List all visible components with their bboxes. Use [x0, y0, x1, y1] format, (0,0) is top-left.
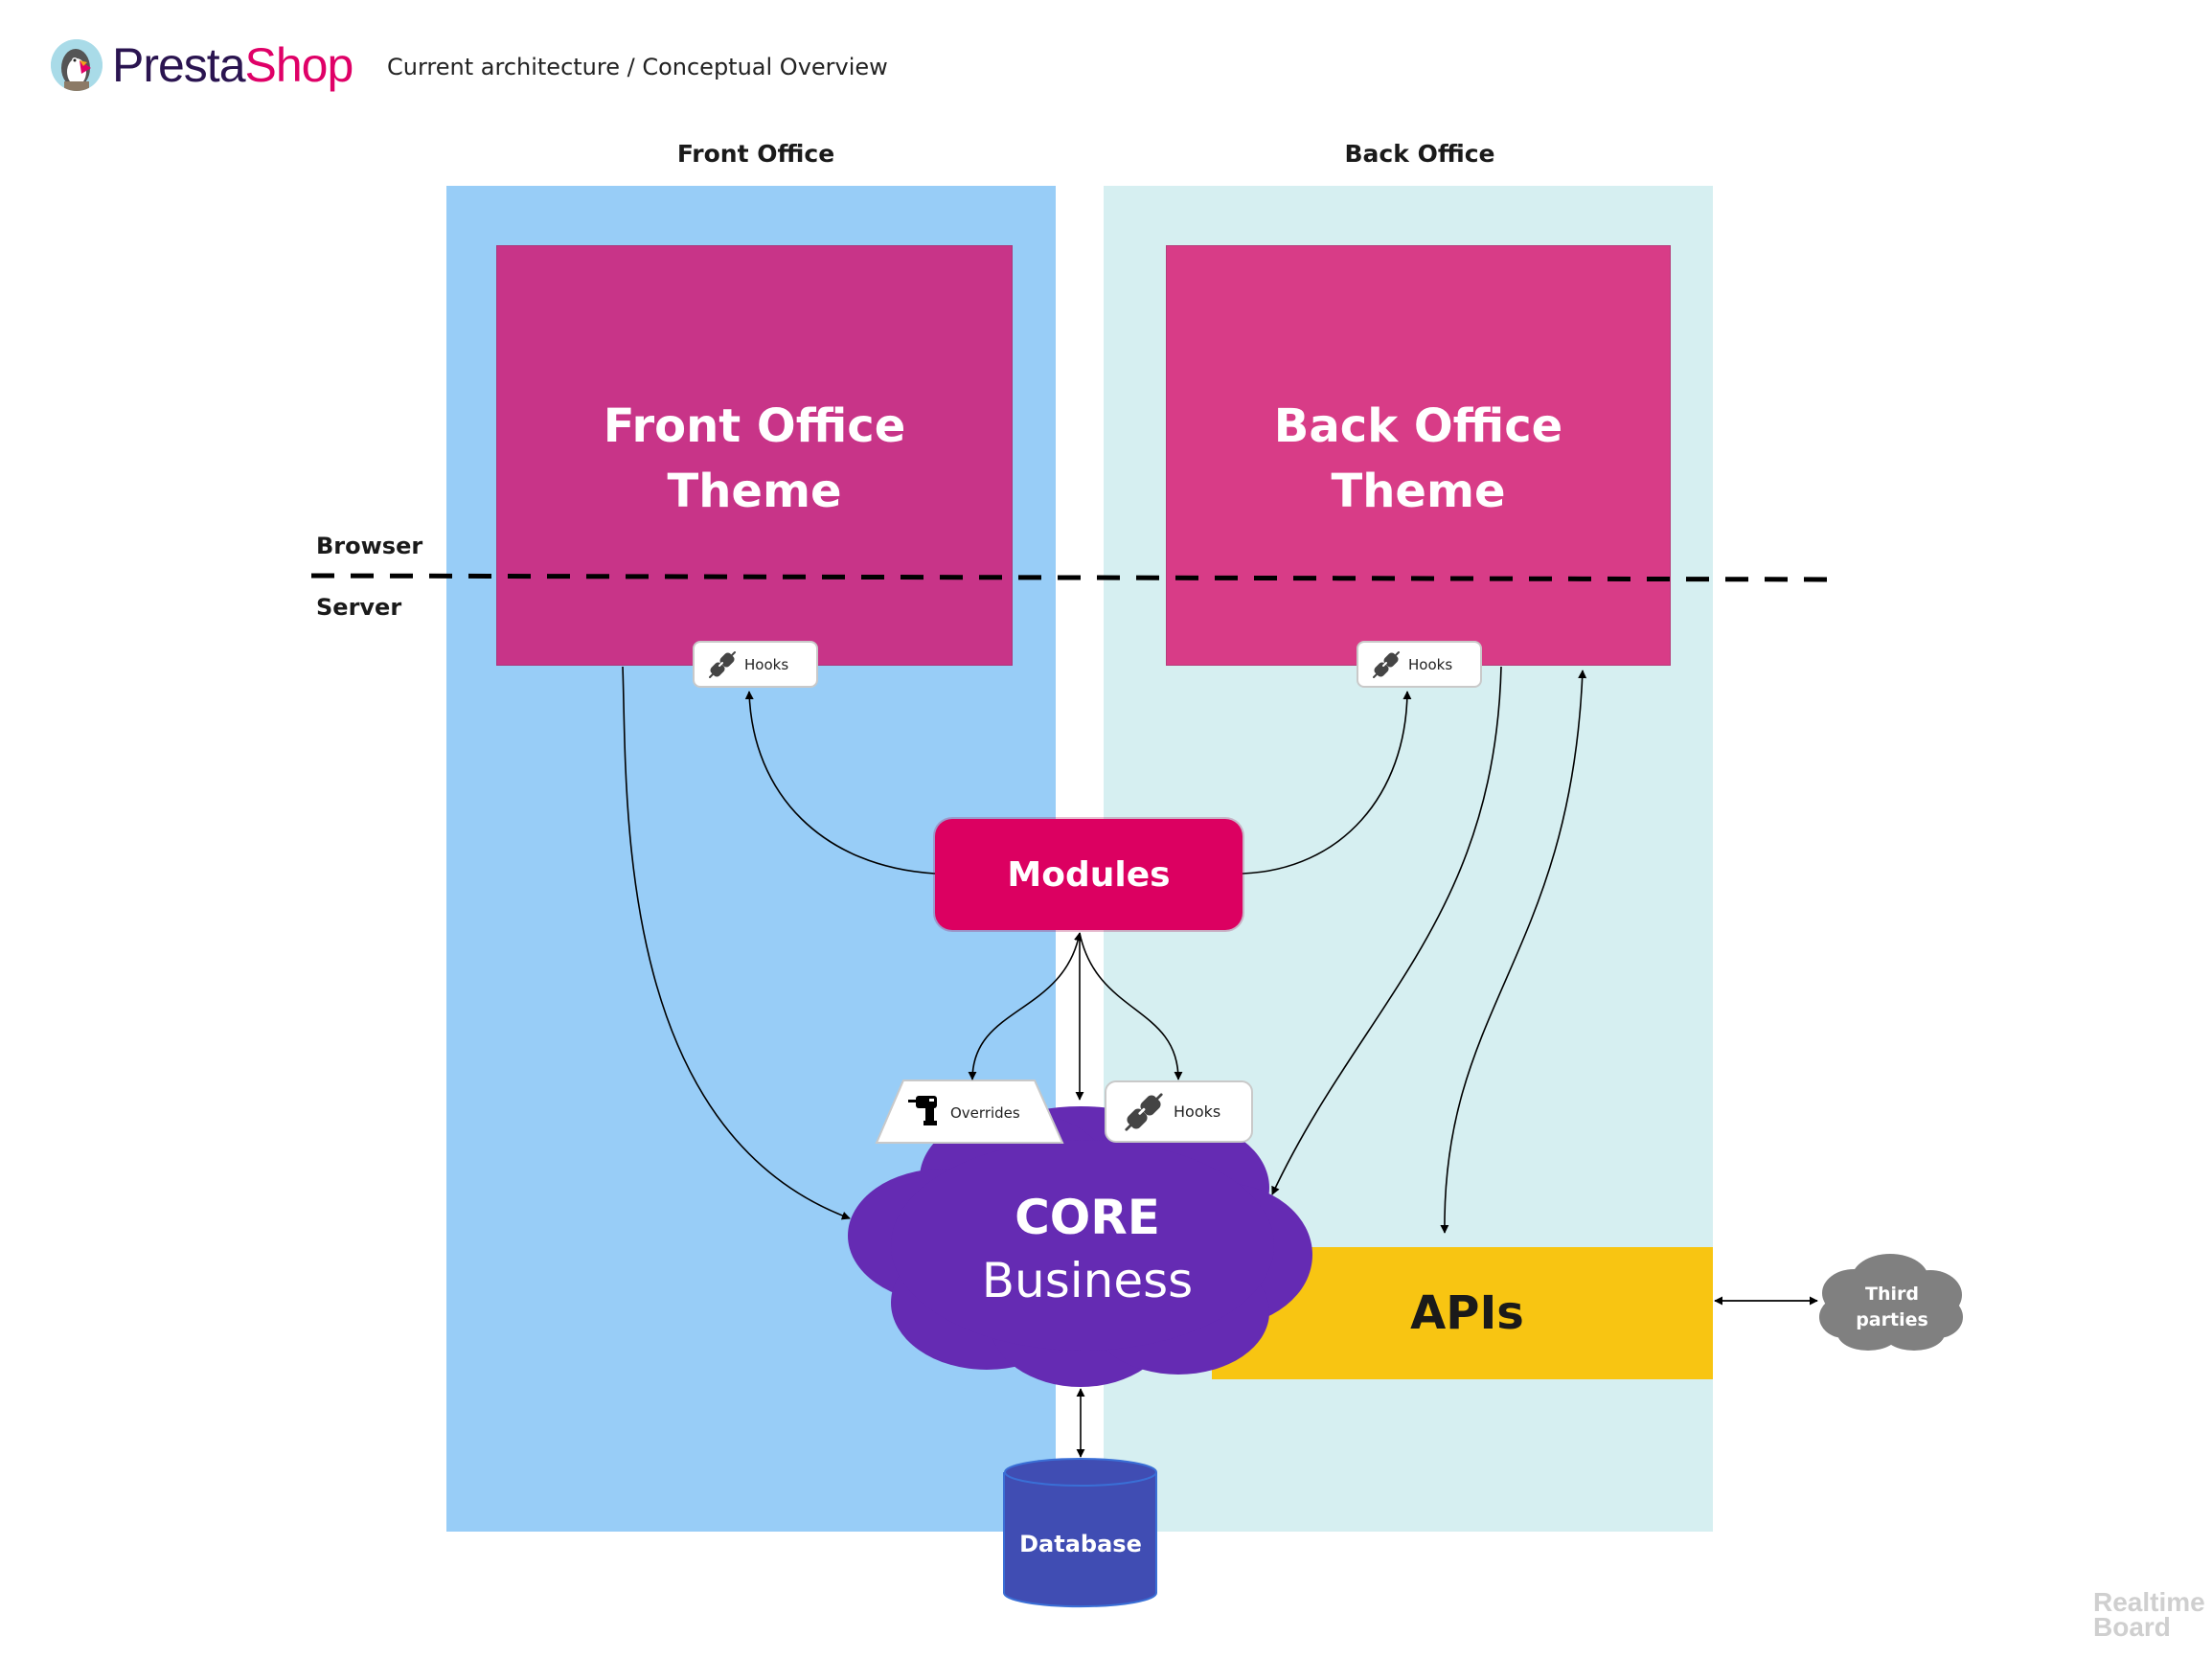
browser-label: Browser	[316, 533, 423, 559]
realtimeboard-watermark: Realtime Board	[2093, 1587, 2205, 1642]
modules-label: Modules	[1007, 854, 1171, 895]
arrow-modules-to-overrides	[968, 932, 1083, 1080]
database-cylinder[interactable]	[1003, 1458, 1157, 1608]
brand-name: PrestaShop	[112, 36, 353, 94]
arrow-back-theme-to-core	[1271, 666, 1502, 1195]
core-title: CORE	[1015, 1190, 1160, 1245]
prestashop-logo: PrestaShop	[51, 36, 353, 94]
plug-icon	[1125, 1092, 1163, 1131]
plug-icon	[709, 650, 736, 678]
browser-server-divider	[310, 573, 1838, 582]
third-parties-label: Third parties	[1820, 1282, 1964, 1333]
third-parties-cloud[interactable]	[1819, 1254, 1963, 1351]
core-hooks[interactable]: Hooks	[1105, 1080, 1253, 1143]
front-office-hooks[interactable]: Hooks	[693, 641, 818, 688]
front-office-heading: Front Office	[676, 140, 835, 168]
back-theme-line1: Back Office	[1273, 399, 1563, 453]
core-subtitle: Business	[981, 1253, 1194, 1308]
front-office-hooks-label: Hooks	[744, 655, 789, 673]
arrow-front-theme-to-core	[622, 666, 851, 1220]
drill-icon	[908, 1096, 937, 1125]
arrow-modules-to-front-hooks	[744, 691, 936, 875]
front-office-theme[interactable]: Front Office Theme	[496, 245, 1013, 666]
plug-icon	[1373, 650, 1400, 678]
brand-part-shop: Shop	[244, 38, 354, 92]
puffin-icon	[51, 39, 103, 91]
back-office-hooks-label: Hooks	[1408, 655, 1453, 673]
watermark-line2: Board	[2093, 1612, 2171, 1642]
apis-label: APIs	[1410, 1286, 1524, 1340]
page-title: Current architecture / Conceptual Overvi…	[387, 54, 888, 80]
watermark-line1: Realtime	[2093, 1587, 2205, 1617]
overrides-label: Overrides	[950, 1104, 1020, 1122]
core-hooks-label: Hooks	[1174, 1102, 1221, 1121]
server-label: Server	[316, 594, 402, 621]
back-office-heading: Back Office	[1344, 140, 1495, 168]
back-office-theme-label: Back Office Theme	[1166, 394, 1671, 524]
front-theme-line2: Theme	[667, 465, 842, 518]
arrow-modules-to-back-hooks	[1242, 691, 1412, 875]
third-parties-line2: parties	[1856, 1309, 1928, 1330]
back-office-hooks[interactable]: Hooks	[1357, 641, 1482, 688]
core-cloud[interactable]	[848, 1106, 1312, 1387]
third-parties-line1: Third	[1865, 1284, 1919, 1305]
back-office-theme[interactable]: Back Office Theme	[1166, 245, 1671, 666]
back-theme-line2: Theme	[1331, 465, 1506, 518]
arrow-modules-to-core-hooks	[1079, 932, 1183, 1080]
arrow-back-theme-apis	[1440, 670, 1587, 1234]
database-label: Database	[1019, 1531, 1142, 1557]
front-theme-line1: Front Office	[603, 399, 906, 453]
front-office-theme-label: Front Office Theme	[496, 394, 1013, 524]
brand-part-presta: Presta	[112, 38, 246, 92]
modules-block[interactable]: Modules	[935, 819, 1243, 930]
